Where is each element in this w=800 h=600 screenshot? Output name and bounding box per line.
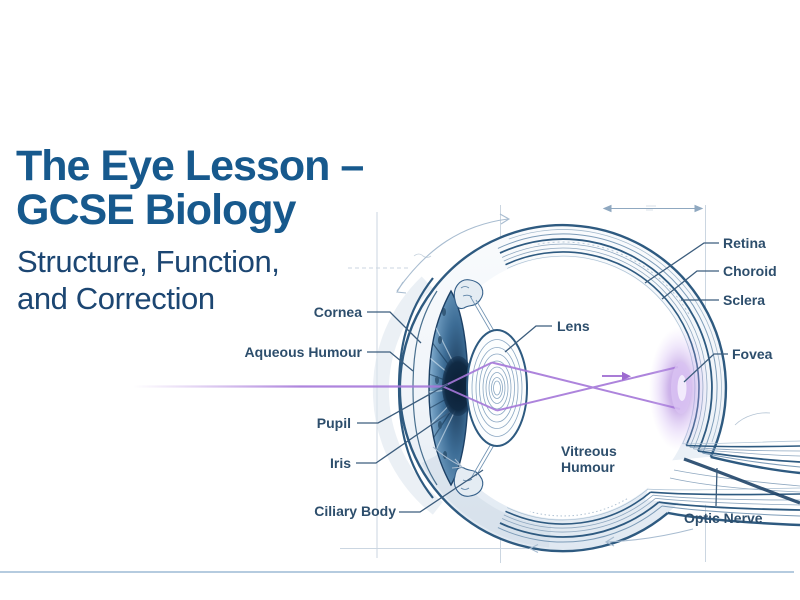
light-rays — [133, 361, 681, 412]
label-choroid: Choroid — [723, 263, 777, 279]
label-ciliary-body: Ciliary Body — [314, 503, 396, 519]
light-direction-arrow-icon — [602, 371, 631, 381]
optic-nerve-bundle — [647, 412, 800, 527]
optic-nerve-gap-mask — [645, 448, 800, 512]
leader-ciliary-body — [399, 469, 484, 513]
leader-lines — [356, 242, 728, 513]
leader-pupil — [357, 383, 449, 424]
cornea-outline — [397, 277, 438, 499]
label-aqueous-humour: Aqueous Humour — [244, 344, 362, 360]
label-lens: Lens — [557, 318, 590, 334]
subtitle-line-2: and Correction — [17, 281, 215, 316]
label-sclera: Sclera — [723, 292, 766, 308]
leader-iris — [356, 411, 451, 464]
divider-line — [0, 571, 794, 573]
label-retina: Retina — [723, 235, 766, 251]
fovea-glow — [649, 327, 709, 451]
label-optic-nerve: Optic Nerve — [684, 510, 763, 526]
title-line-1: The Eye Lesson – — [16, 142, 364, 190]
leader-fovea — [683, 353, 728, 383]
subtitle-line-1: Structure, Function, — [17, 244, 280, 279]
leader-choroid — [661, 270, 719, 300]
pupil-opening — [442, 356, 474, 416]
label-iris: Iris — [329, 455, 351, 471]
eyeball-sclera-body — [372, 225, 800, 551]
leader-cornea — [367, 311, 422, 344]
leader-retina — [644, 242, 719, 284]
lens-shape — [466, 329, 528, 447]
leader-optic-nerve — [715, 467, 718, 507]
label-fovea: Fovea — [732, 346, 773, 362]
slide-title: The Eye Lesson – GCSE Biology — [16, 142, 364, 234]
label-vitreous-humour: Vitreous Humour — [561, 443, 617, 475]
label-pupil: Pupil — [316, 415, 351, 431]
dimension-line — [602, 204, 704, 213]
leader-aqueous-humour — [367, 351, 414, 372]
ciliary-body-top — [453, 279, 498, 337]
slide-subtitle: Structure, Function, and Correction — [17, 243, 280, 317]
sketch-arrows — [396, 213, 694, 553]
leader-lens — [504, 325, 552, 353]
label-cornea: Cornea — [313, 304, 362, 320]
title-line-2: GCSE Biology — [16, 186, 296, 234]
